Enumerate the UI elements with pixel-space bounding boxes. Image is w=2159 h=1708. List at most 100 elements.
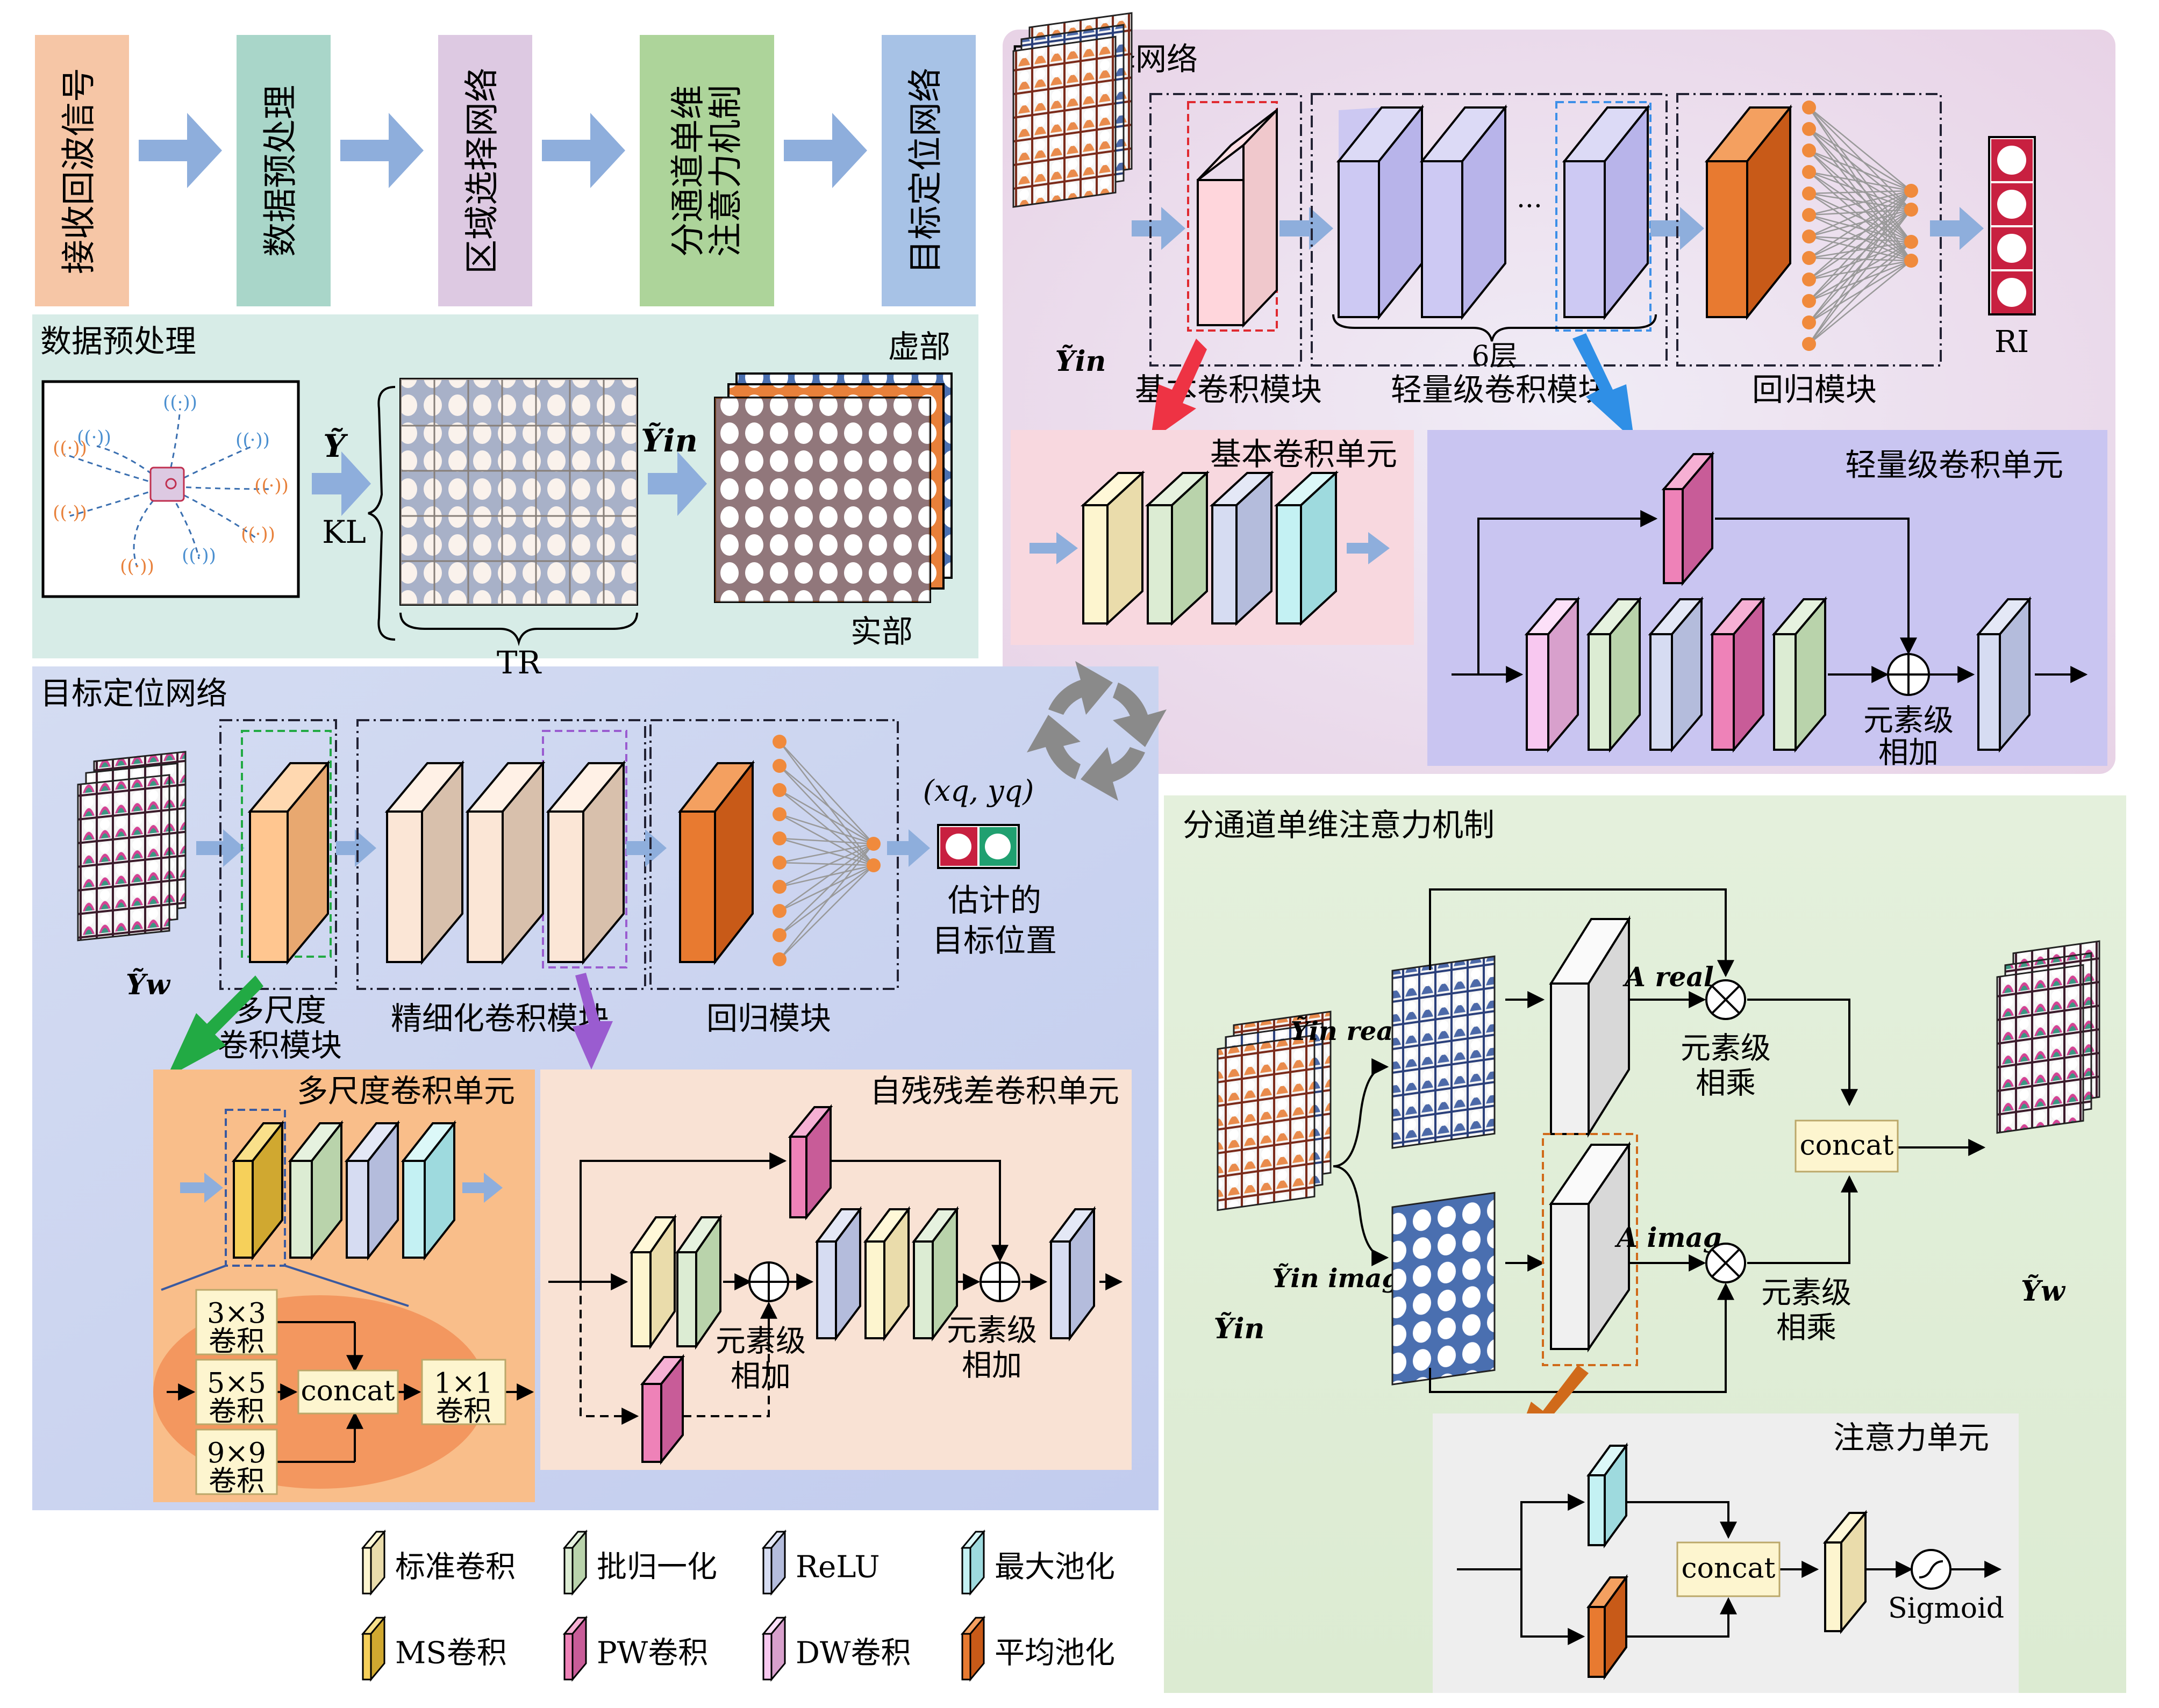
ms-zoom-line-left (161, 1265, 226, 1291)
legend-item-3 (761, 1529, 787, 1596)
res-unit-pw-bottom (640, 1354, 685, 1465)
att-mul-real-label-2: 相乘 (1696, 1066, 1756, 1101)
pipeline-step-4-label-b: 注意力机制 (706, 85, 746, 257)
legend-item-6 (562, 1615, 588, 1682)
legend-item-1 (361, 1529, 387, 1596)
att-yimag-label: Ỹin imag (1272, 1262, 1400, 1294)
pipeline-step-4-box (640, 35, 774, 306)
light-conv-block-1 (1336, 104, 1425, 320)
pipeline-step-3-box (438, 35, 532, 306)
k9-label-2: 卷积 (209, 1466, 264, 1498)
attention-section: 分通道单维注意力机制 Ỹin Ỹin real Ỹin imag (1183, 807, 2100, 1693)
legend-item-2 (562, 1529, 588, 1596)
ms-unit-arrow-in (180, 1173, 223, 1203)
output-label-1: 估计的 (948, 882, 1041, 918)
antenna-icon: ((·)) (120, 556, 154, 577)
output-label-2: 目标位置 (932, 922, 1057, 959)
att-mul-imag-label-1: 元素级 (1761, 1276, 1851, 1311)
ms-unit-title: 多尺度卷积单元 (297, 1073, 515, 1109)
att-wires (1429, 888, 1986, 1393)
res-add-label-2a: 元素级 (947, 1314, 1037, 1348)
k1-label-2: 卷积 (435, 1396, 491, 1428)
rsn-ellipsis: ··· (1517, 190, 1542, 221)
res-add-label-2b: 相加 (962, 1348, 1022, 1383)
light-unit-add-label-2: 相加 (1878, 736, 1939, 771)
res-unit-add-op-2 (980, 1261, 1020, 1302)
ms-unit-bn (288, 1120, 344, 1261)
pipeline-step-3-label: 区域选择网络 (463, 68, 503, 274)
legend: 标准卷积 批归一化 ReLU 最大池化 MS卷积 (361, 1529, 1115, 1682)
ms-unit-maxpool (401, 1120, 457, 1261)
antenna-icon: ((·)) (53, 437, 87, 459)
ms-concat-box (297, 1369, 399, 1415)
res-unit-title: 自残残差卷积单元 (870, 1073, 1119, 1109)
basic-unit-title: 基本卷积单元 (1210, 436, 1397, 472)
ms-zoom-line-right (284, 1265, 409, 1307)
light-unit-relu-out (1976, 596, 2032, 753)
ms-unit-arrow-out (462, 1173, 503, 1203)
imag-label: 虚部 (888, 328, 950, 365)
att-unit-concat-box (1676, 1541, 1781, 1597)
legend-label-3: ReLU (796, 1550, 880, 1585)
light-unit-relu (1648, 596, 1704, 753)
rsn-regression-label: 回归模块 (1752, 371, 1877, 408)
basic-unit-bn (1145, 470, 1210, 626)
att-unit-maxpool (1586, 1442, 1628, 1549)
res-unit-conv (630, 1214, 677, 1350)
light-unit-wires (1452, 510, 2088, 683)
tln-title: 目标定位网络 (40, 675, 227, 712)
att-unit-avgpool (1586, 1574, 1628, 1681)
light-unit-bn-2 (1771, 596, 1828, 753)
red-zoom-arrow (1150, 339, 1207, 441)
k3-label-1: 3×3 (207, 1298, 266, 1330)
refine-block-1 (384, 760, 465, 965)
basic-conv-block (1197, 107, 1278, 328)
antenna-icon: ((·)) (182, 545, 216, 566)
layers-label: 6层 (1471, 340, 1517, 372)
basic-unit-relu (1209, 470, 1275, 626)
light-unit-dw (1524, 596, 1581, 753)
att-mul-imag-label-2: 相乘 (1776, 1311, 1836, 1346)
att-input-layer (1217, 1034, 1316, 1211)
res-unit-relu-out (1049, 1206, 1096, 1341)
att-concat-label: concat (1800, 1130, 1894, 1162)
tln-arrow (887, 829, 930, 867)
position-output-x-dot (946, 834, 971, 859)
refine-module-label: 精细化卷积模块 (391, 1000, 609, 1037)
att-output-stack (1996, 940, 2100, 1134)
rsn-fc-nodes (1802, 101, 1918, 351)
att-unit-highlight (1542, 1133, 1638, 1366)
res-unit-dashed-wires (580, 1282, 770, 1425)
ms-detail-wires (167, 1321, 534, 1463)
light-unit-add-label-1: 元素级 (1863, 704, 1954, 738)
tln-input-layer (77, 774, 170, 942)
att-unit-real (1549, 915, 1631, 1138)
preprocess-arrow-2 (648, 451, 707, 516)
res-unit-conv-2 (863, 1206, 911, 1341)
legend-label-8: 平均池化 (995, 1636, 1115, 1671)
rsn-input-stack (1012, 12, 1133, 208)
green-zoom-arrow (167, 975, 263, 1078)
tln-regression-box (649, 719, 899, 990)
att-split-wires (1333, 1058, 1389, 1266)
ms-concat-label: concat (301, 1375, 395, 1408)
tln-fc-nodes (773, 735, 881, 966)
rsn-regression-box (1676, 93, 1942, 367)
att-yin-label: Ỹin (1214, 1312, 1265, 1345)
legend-label-5: MS卷积 (395, 1636, 507, 1671)
ms-conv-block (247, 760, 331, 965)
k9-box (195, 1429, 278, 1495)
rsn-arrow (1930, 207, 1984, 250)
sigmoid-icon (1911, 1549, 1951, 1590)
res-unit-bn (675, 1214, 723, 1350)
legend-label-6: PW卷积 (597, 1636, 708, 1671)
refine-module-box (356, 719, 646, 990)
yin-label: Ỹin (641, 422, 698, 459)
antenna-icon: ((·)) (163, 392, 197, 413)
ms-unit-msconv (231, 1120, 285, 1261)
antenna-icon: ((·)) (77, 427, 111, 448)
legend-label-4: 最大池化 (995, 1550, 1115, 1585)
light-unit-bn-1 (1586, 596, 1642, 753)
legend-item-4 (960, 1529, 986, 1596)
att-unit-imag (1549, 1141, 1631, 1353)
